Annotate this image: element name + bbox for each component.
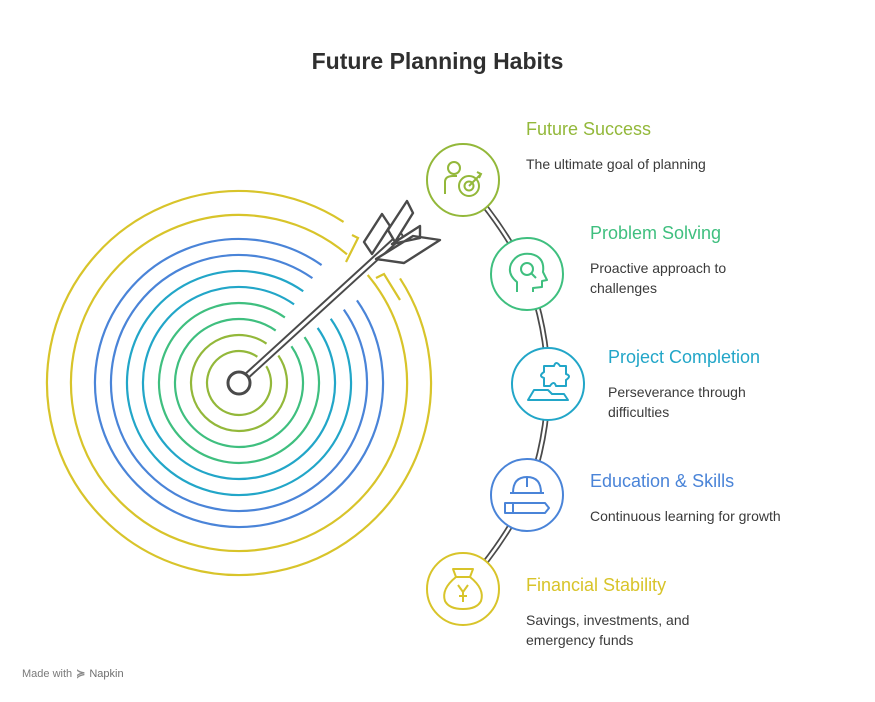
hardhat-pencil-icon	[504, 475, 550, 514]
icon-circle	[426, 143, 500, 217]
head-search-icon	[508, 252, 548, 292]
icon-circle	[511, 347, 585, 421]
item-desc-education-skills: Continuous learning for growth	[590, 508, 781, 524]
footer-brand: Napkin	[89, 667, 124, 680]
footer: Made with ≽ Napkin	[22, 667, 124, 681]
item-desc-problem-solving: Proactive approach to challenges	[590, 260, 727, 296]
napkin-logo-icon: ≽	[76, 668, 86, 680]
arrow-fletching	[362, 199, 442, 265]
icon-nodes	[426, 143, 585, 626]
target-ring-2	[189, 333, 289, 433]
ring-hook-upper	[345, 234, 360, 263]
icon-node-1	[426, 143, 500, 217]
page-title: Future Planning Habits	[311, 48, 564, 74]
puzzle-hand-icon	[527, 362, 570, 401]
item-title-problem-solving: Problem Solving	[590, 223, 722, 243]
icon-node-4	[490, 458, 564, 532]
target-ring-1	[205, 349, 273, 417]
target-ring-5	[141, 285, 337, 481]
arrow-tip	[226, 370, 252, 396]
item-title-education-skills: Education & Skills	[590, 471, 735, 491]
item-desc-project-completion: Perseverance through difficulties	[608, 384, 746, 420]
target-ring-4	[157, 301, 321, 465]
icon-node-2	[490, 237, 564, 311]
item-title-future-success: Future Success	[526, 119, 652, 139]
person-target-icon	[444, 161, 483, 197]
target-ring-outer-2	[45, 189, 433, 577]
icon-circle	[426, 552, 500, 626]
target-ring-8	[93, 237, 385, 529]
target-rings	[45, 189, 433, 577]
target-ring-6	[125, 269, 353, 497]
arrow-shaft-inner	[237, 234, 402, 385]
target-ring-7	[109, 253, 369, 513]
icon-circle	[490, 458, 564, 532]
icon-node-3	[511, 347, 585, 421]
ring-hook-lower	[375, 272, 401, 301]
target-ring-outer-1	[69, 213, 409, 553]
footer-made-with: Made with	[22, 667, 73, 680]
money-bag-icon	[443, 568, 483, 610]
target-ring-3	[173, 317, 305, 449]
item-desc-future-success: The ultimate goal of planning	[526, 156, 706, 172]
arrow-graphic	[226, 199, 442, 396]
item-title-financial-stability: Financial Stability	[526, 575, 667, 595]
item-desc-financial-stability: Savings, investments, and emergency fund…	[526, 612, 690, 648]
item-title-project-completion: Project Completion	[608, 347, 761, 367]
icon-node-5	[426, 552, 500, 626]
